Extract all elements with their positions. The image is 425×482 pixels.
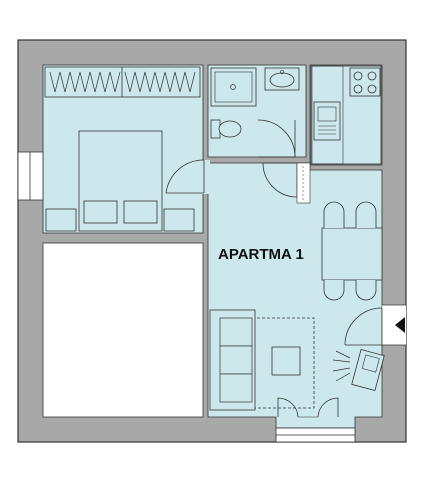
balcony-doors (277, 397, 339, 418)
coffee-table (271, 346, 301, 376)
nightstand-left (45, 208, 77, 232)
dining-chairs (323, 201, 377, 301)
entrance-arrow-icon[interactable] (395, 317, 405, 333)
unit-floor-blank (42, 242, 204, 418)
nightstand-right (163, 208, 195, 232)
apartment-label: APARTMA 1 (218, 246, 304, 263)
window-bottom (275, 427, 356, 443)
entrance-door (344, 307, 383, 346)
sofa (209, 309, 256, 411)
shower-tray (210, 67, 257, 107)
four-burner-hob (349, 67, 381, 97)
bathroom-door (257, 119, 296, 158)
rug (251, 317, 315, 409)
dining-table (321, 227, 383, 281)
toilet (210, 119, 242, 139)
window-left (17, 151, 44, 201)
armchair (332, 349, 385, 391)
hallway-floor (160, 160, 210, 194)
double-bed (78, 130, 163, 232)
washbasin (264, 67, 300, 91)
living-door (262, 162, 311, 204)
kitchen-sink (313, 101, 341, 141)
wardrobe (44, 66, 201, 98)
bedroom-door (165, 159, 205, 194)
